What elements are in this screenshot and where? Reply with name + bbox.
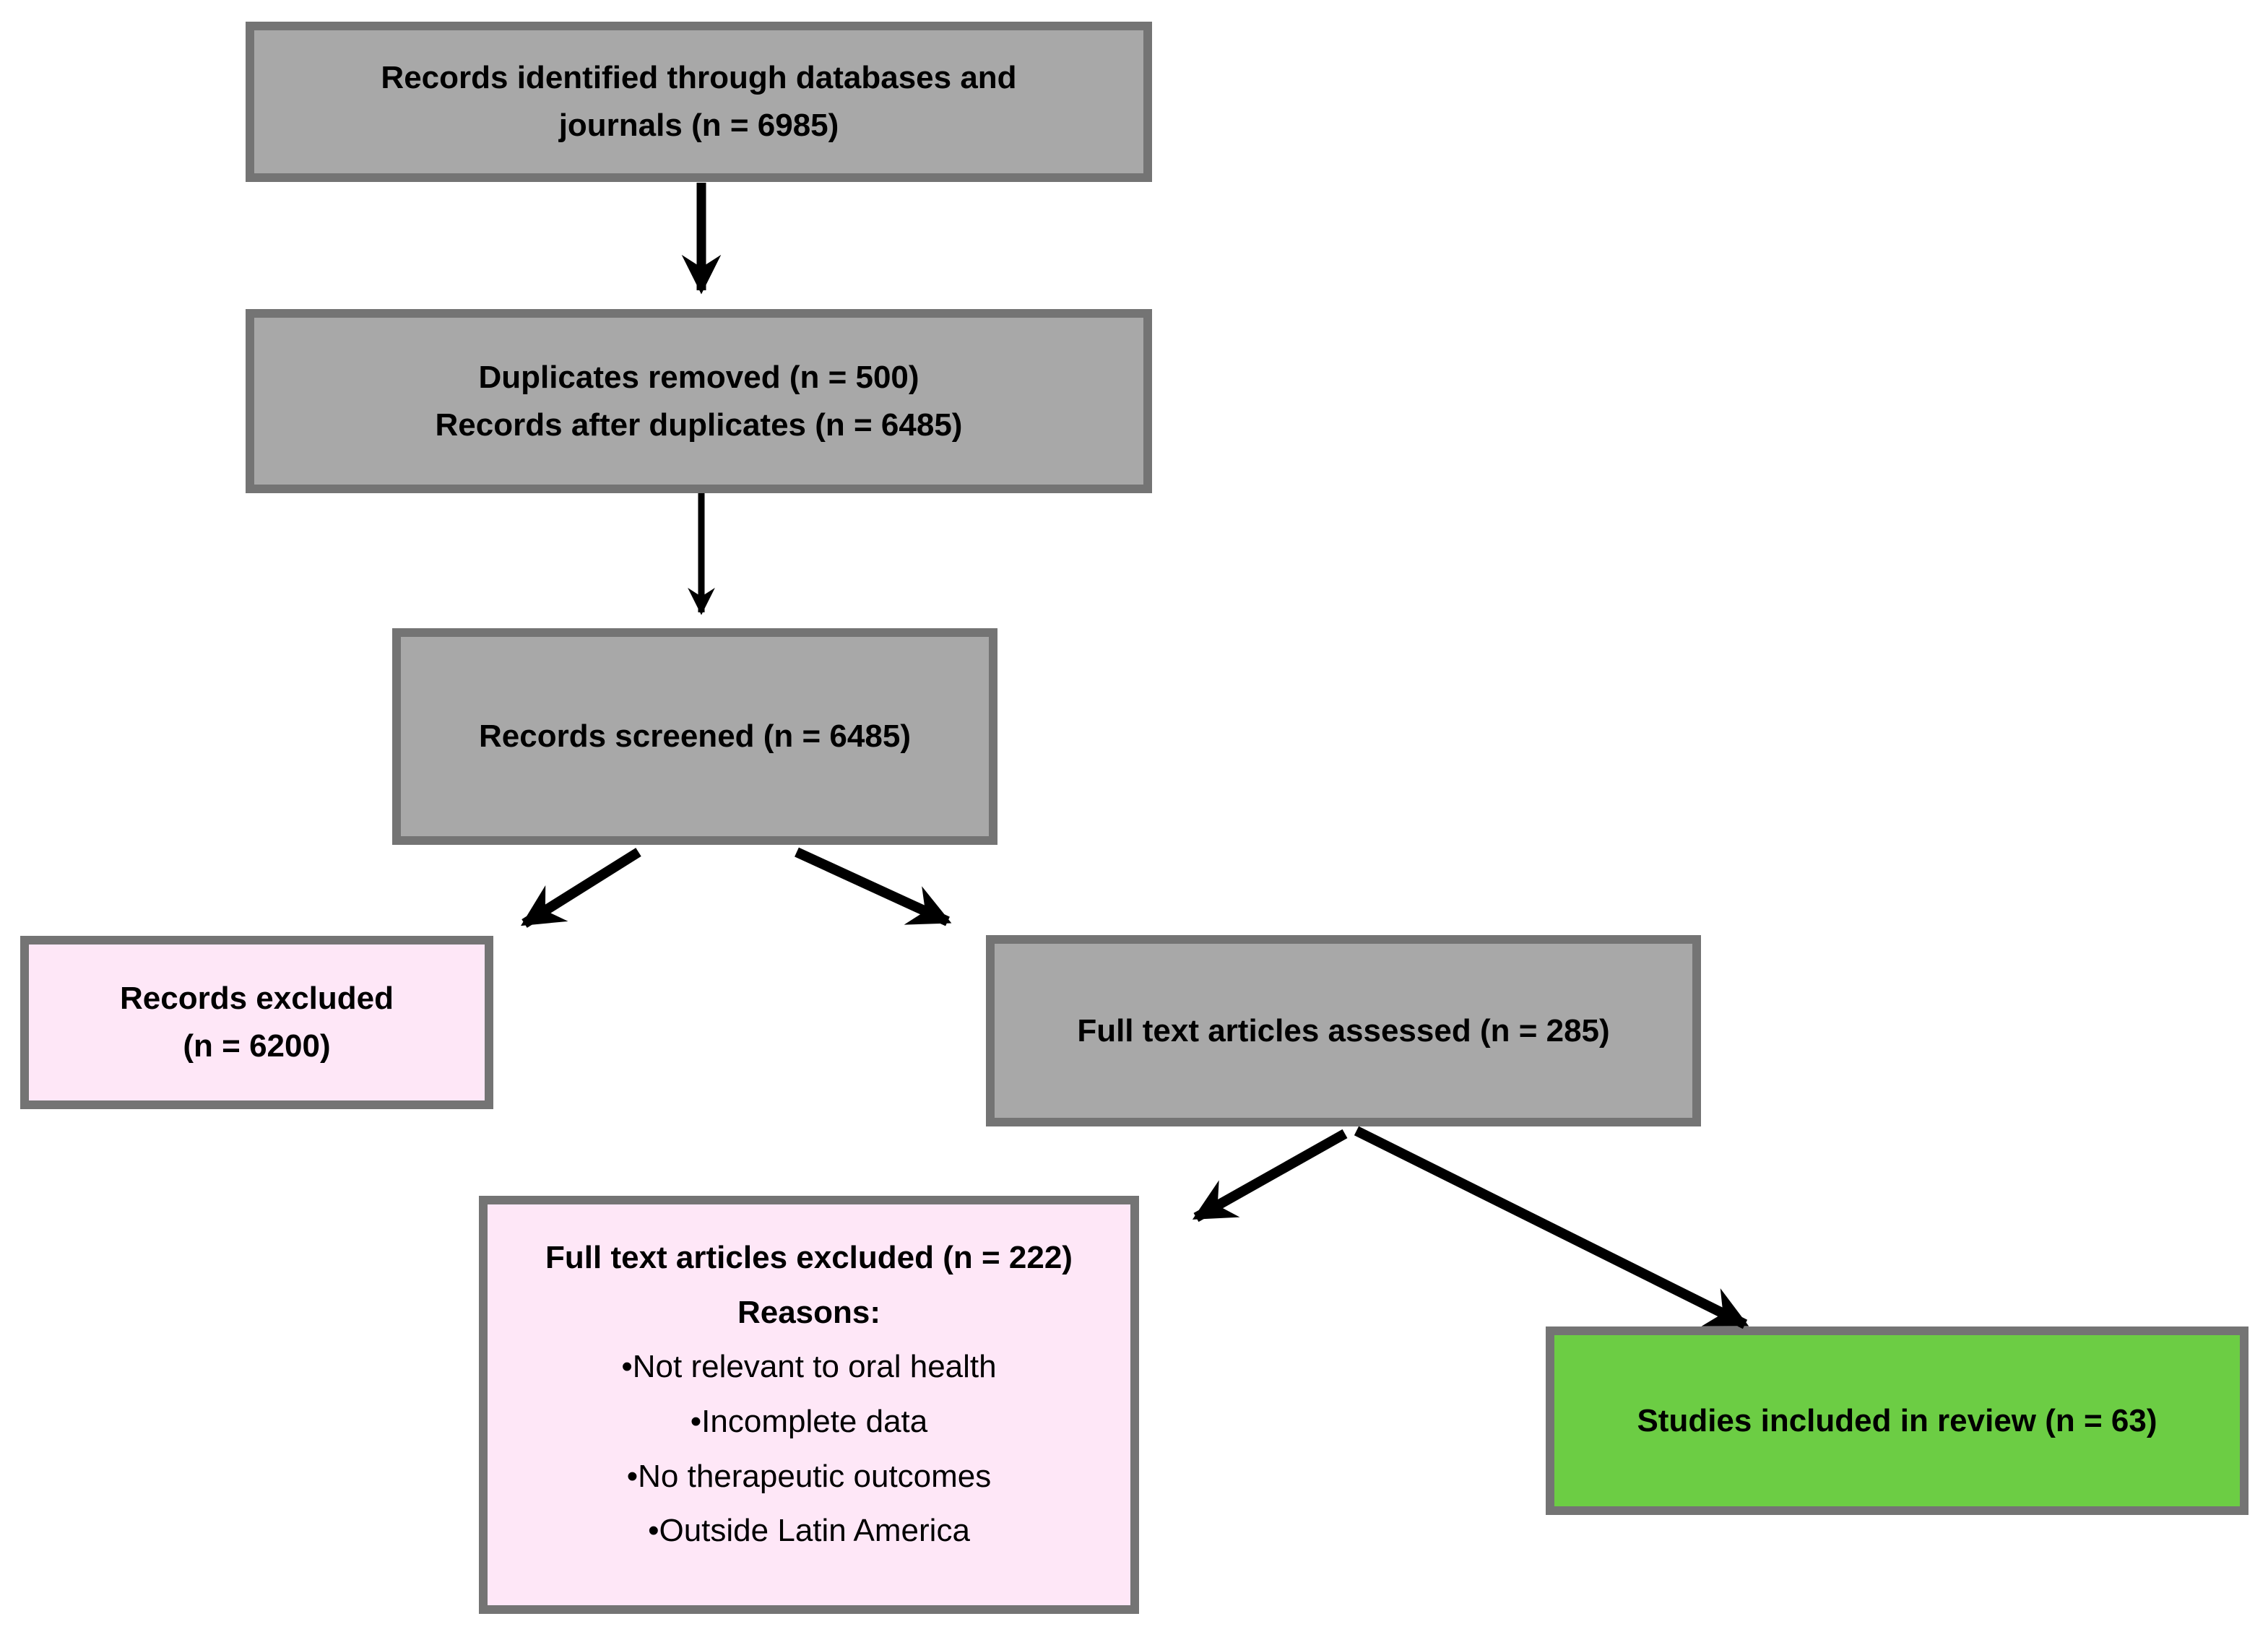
box-title: Full text articles excluded (n = 222) (545, 1240, 1073, 1275)
arrow-screened-to-excluded (521, 848, 641, 928)
box-label-line: Full text articles assessed (n = 285) (1077, 1012, 1610, 1048)
exclusion-reason: •No therapeutic outcomes (626, 1458, 992, 1494)
box-studies-included: Studies included in review (n = 63) (1546, 1326, 2248, 1515)
box-records-screened: Records screened (n = 6485) (392, 628, 997, 845)
arrow-assessed-to-fulltext-excluded (1192, 1129, 1348, 1223)
box-label-line: journals (n = 6985) (558, 108, 839, 143)
box-records-excluded: Records excluded (n = 6200) (20, 936, 493, 1109)
exclusion-reason: •Incomplete data (690, 1404, 928, 1440)
box-fulltext-excluded: Full text articles excluded (n = 222) Re… (479, 1196, 1139, 1614)
box-fulltext-assessed: Full text articles assessed (n = 285) (986, 935, 1701, 1126)
box-subtitle: Reasons: (737, 1294, 881, 1330)
box-records-identified: Records identified through databases and… (246, 22, 1152, 182)
box-label-line: Records screened (n = 6485) (479, 718, 911, 754)
box-label-line: (n = 6200) (183, 1028, 331, 1064)
box-label-line: Studies included in review (n = 63) (1637, 1402, 2157, 1438)
exclusion-reason: •Not relevant to oral health (621, 1349, 997, 1385)
box-label-line: Records identified through databases and (381, 60, 1017, 95)
box-label-line: Duplicates removed (n = 500) (478, 359, 919, 395)
box-duplicates-removed: Duplicates removed (n = 500) Records aft… (246, 309, 1152, 493)
box-label-line: Records excluded (119, 981, 394, 1016)
box-label-line: Records after duplicates (n = 6485) (435, 407, 963, 443)
arrow-screened-to-assessed (795, 847, 952, 926)
exclusion-reason: •Outside Latin America (648, 1513, 970, 1549)
arrow-assessed-to-included (1354, 1126, 1749, 1329)
